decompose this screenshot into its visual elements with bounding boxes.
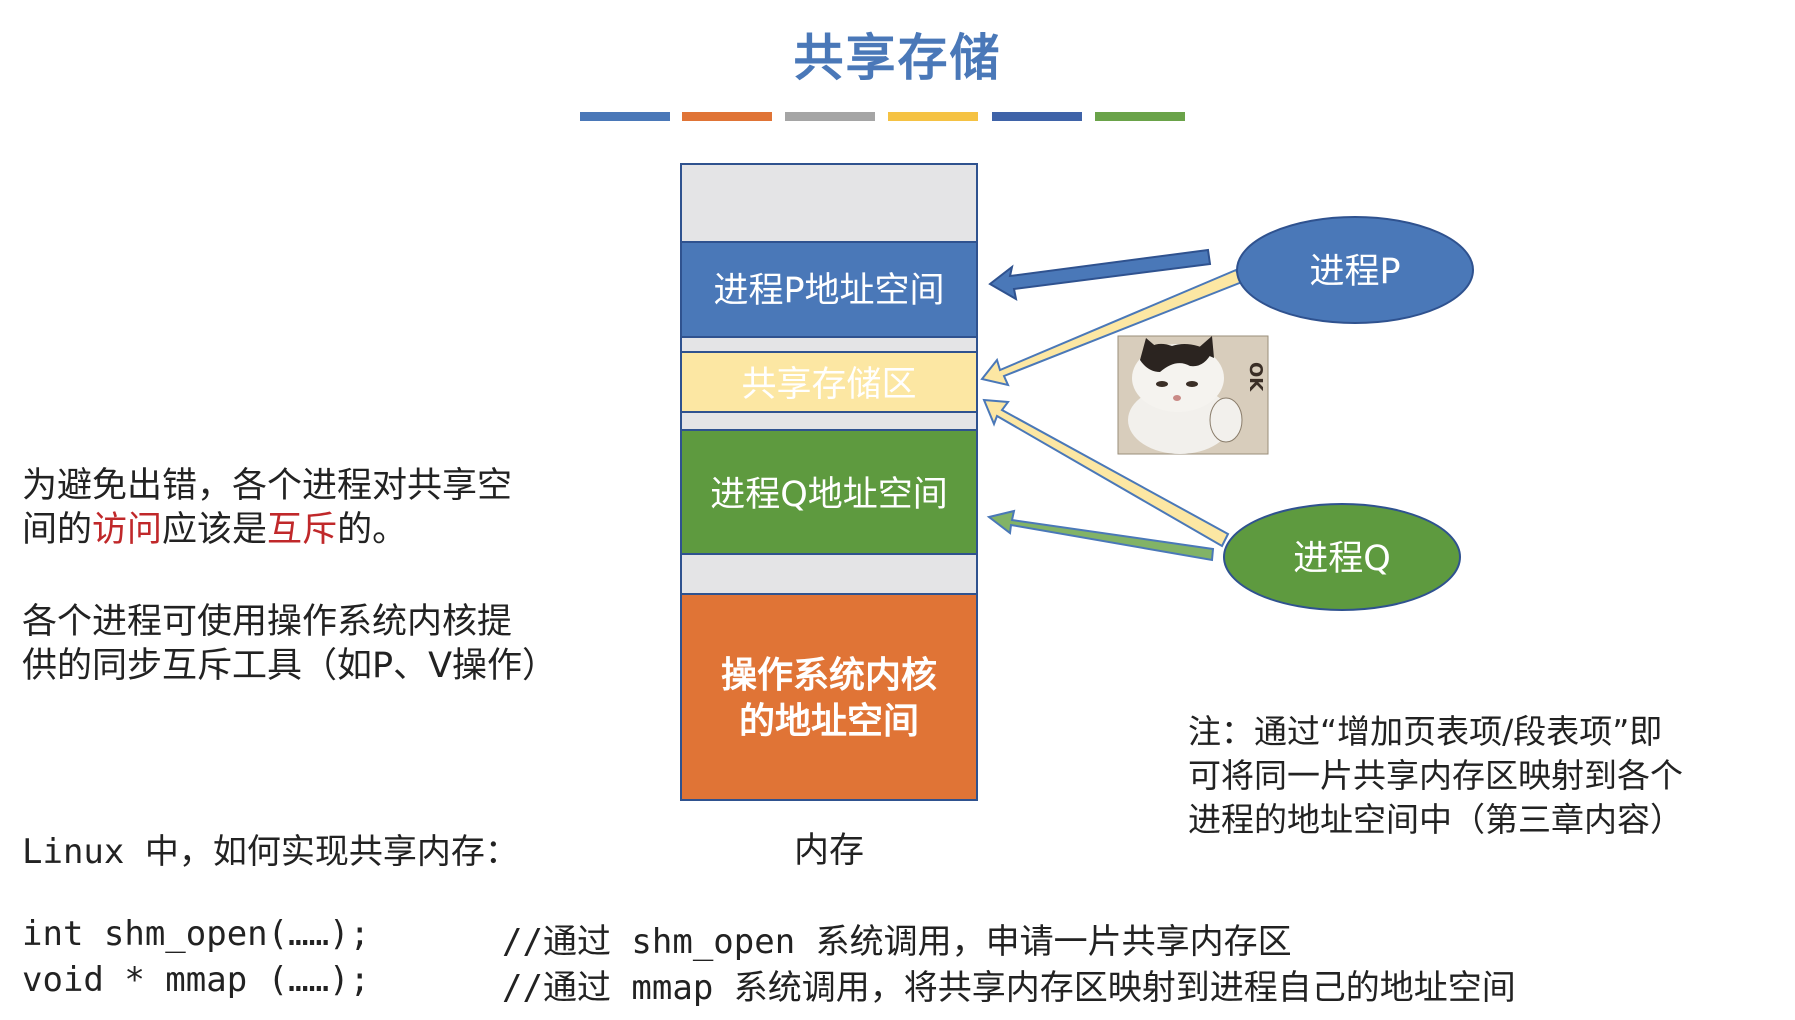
memory-top-free <box>680 163 978 243</box>
mutex-line-2: 间的访问应该是互斥的。 <box>22 508 512 552</box>
comment-mmap: //通过 mmap 系统调用，将共享内存区映射到进程自己的地址空间 <box>502 968 1516 1008</box>
memory-shared-region <box>680 351 978 413</box>
title-color-bar <box>580 112 1185 121</box>
mutex-line-2-pre: 间的 <box>22 510 93 550</box>
color-bar-segment-4 <box>888 112 978 121</box>
note-line-3: 进程的地址空间中（第三章内容） <box>1188 800 1683 839</box>
mapping-arrows <box>980 248 1244 562</box>
color-bar-segment-5 <box>992 112 1082 121</box>
sticker-cat-ear-left <box>1140 338 1160 360</box>
process-q: 进程Q <box>1223 503 1461 611</box>
memory-label: 内存 <box>794 831 864 871</box>
comment-shm-open: //通过 shm_open 系统调用，申请一片共享内存区 <box>502 922 1292 962</box>
mutex-line-1: 为避免出错，各个进程对共享空 <box>22 466 513 506</box>
color-bar-segment-1 <box>580 112 670 121</box>
arrow-p-to-shared <box>980 268 1244 387</box>
sticker-cat-eye-left <box>1156 381 1168 387</box>
mutual-exclusion-paragraph: 为避免出错，各个进程对共享空 间的访问应该是互斥的。 <box>22 464 512 552</box>
memory-gap-3 <box>680 553 978 595</box>
arrow-q-to-shared <box>982 398 1230 548</box>
proc-q-space-label: 进程Q地址空间 <box>710 475 948 515</box>
sync-line-1: 各个进程可使用操作系统内核提 <box>22 602 513 642</box>
keyword-access: 访问 <box>92 510 163 550</box>
process-q-label: 进程Q <box>1293 539 1391 579</box>
color-bar-segment-2 <box>682 112 772 121</box>
note-line-1: 注：通过“增加页表项/段表项”即 <box>1188 712 1663 751</box>
sticker-cat-ear-right <box>1196 336 1214 358</box>
process-q-ellipse <box>1223 503 1461 611</box>
memory-gap-2 <box>680 411 978 431</box>
color-bar-segment-3 <box>785 112 875 121</box>
memory-gap-1 <box>680 336 978 353</box>
shared-region-label: 共享存储区 <box>741 365 916 405</box>
keyword-mutex: 互斥 <box>267 510 338 550</box>
process-p: 进程P <box>1236 216 1474 324</box>
sticker-cat-nose <box>1173 395 1181 401</box>
code-line-shm-open: int shm_open(……); <box>22 914 370 954</box>
note-line-2: 可将同一片共享内存区映射到各个 <box>1188 756 1683 795</box>
code-line-mmap: void * mmap (……); <box>22 960 370 1000</box>
memory-column: 进程P地址空间 共享存储区 进程Q地址空间 操作系统内核 的地址空间 内存 <box>680 163 978 871</box>
sync-tools-paragraph: 各个进程可使用操作系统内核提 供的同步互斥工具（如P、V操作） <box>22 600 557 688</box>
sticker-cat-paw <box>1209 397 1243 443</box>
page-title: 共享存储 <box>793 29 1002 87</box>
mutex-line-2-mid: 应该是 <box>162 510 268 550</box>
process-p-label: 进程P <box>1309 252 1400 292</box>
mutex-line-2-post: 的。 <box>337 510 408 550</box>
sticker-cat-eye-right <box>1186 381 1198 387</box>
sticker-ok-text: OK <box>1245 362 1266 392</box>
memory-proc-q-space <box>680 429 978 555</box>
process-p-ellipse <box>1236 216 1474 324</box>
sync-line-2: 供的同步互斥工具（如P、V操作） <box>22 646 558 686</box>
kernel-space-label-2: 的地址空间 <box>739 701 919 742</box>
page-table-note: 注：通过“增加页表项/段表项”即 可将同一片共享内存区映射到各个 进程的地址空间… <box>1188 710 1683 842</box>
arrow-p-to-p-space <box>988 248 1212 301</box>
color-bar-segment-6 <box>1095 112 1185 121</box>
cat-sticker-image: OK <box>1117 335 1269 455</box>
proc-p-space-label: 进程P地址空间 <box>713 271 944 311</box>
kernel-space-label-1: 操作系统内核 <box>721 655 937 696</box>
arrow-q-to-q-space <box>986 509 1215 562</box>
memory-kernel-space <box>680 593 978 801</box>
linux-heading: Linux 中，如何实现共享内存： <box>22 832 519 872</box>
